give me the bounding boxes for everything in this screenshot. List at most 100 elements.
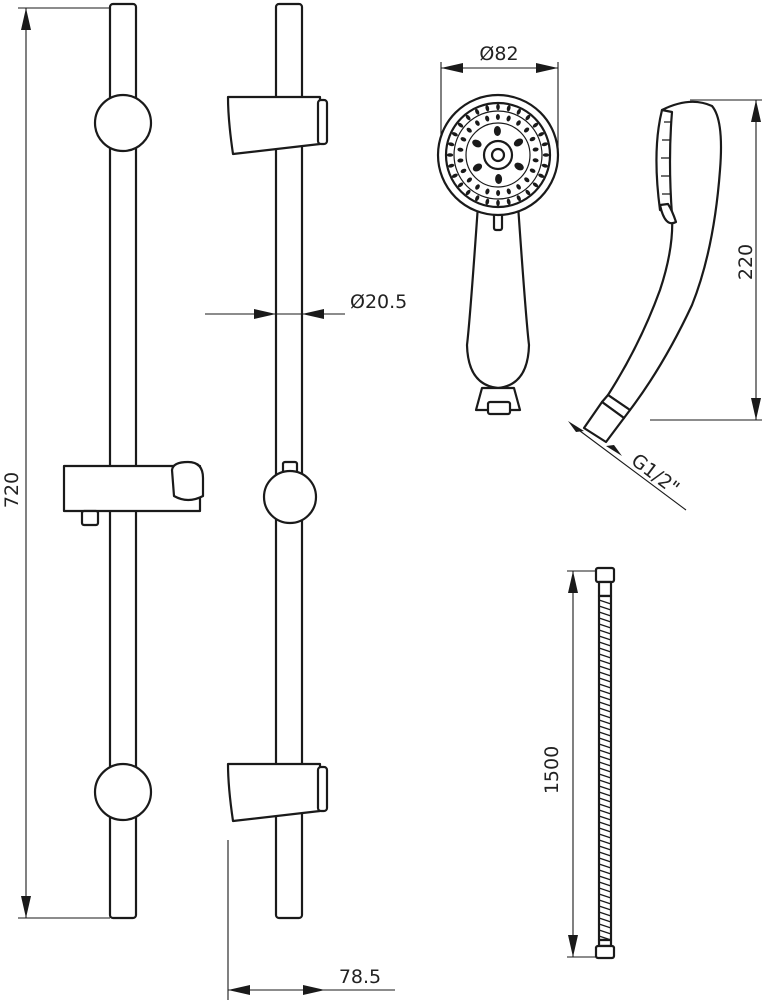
- handle: [465, 203, 531, 390]
- head-side-body: [606, 100, 723, 412]
- face-grooves: [661, 121, 672, 195]
- nozzle: [529, 136, 536, 142]
- nozzle: [485, 115, 490, 122]
- arrow-thread-left: [568, 421, 584, 432]
- arrow-hose-down: [568, 935, 578, 957]
- hose-coil: [598, 899, 612, 905]
- hose-coil: [598, 893, 612, 899]
- arrow-left: [302, 309, 324, 319]
- shower-head-front-view: Ø82: [436, 43, 560, 416]
- arrow-up: [21, 8, 31, 30]
- hose-coil: [598, 671, 612, 677]
- nozzle: [538, 173, 545, 178]
- rail-diameter-label: Ø20.5: [350, 291, 407, 313]
- slider-side: [262, 469, 318, 525]
- nozzle: [495, 114, 500, 120]
- hose-coil: [598, 695, 612, 701]
- hose-coil: [598, 611, 612, 617]
- nozzle: [496, 103, 500, 111]
- nozzle: [525, 114, 531, 121]
- hose-coil: [598, 689, 612, 695]
- nozzle: [457, 147, 464, 152]
- hose-coil: [598, 701, 612, 707]
- thread-label: G1/2": [627, 449, 683, 499]
- nozzle: [475, 184, 480, 190]
- nozzle: [451, 173, 458, 178]
- lower-bracket: [93, 762, 153, 822]
- spray-lever: [658, 202, 678, 225]
- slider-holder-cup: [170, 460, 205, 502]
- nozzle: [485, 188, 490, 195]
- hose-coils: [598, 599, 612, 941]
- nozzle: [514, 162, 524, 171]
- arrow-thread-right: [606, 445, 622, 456]
- hose-coil: [598, 731, 612, 737]
- hose-coil: [598, 875, 612, 881]
- thread-leader-line: [571, 424, 687, 511]
- hose-coil: [598, 665, 612, 671]
- nozzle: [506, 198, 511, 205]
- nozzle: [538, 132, 545, 137]
- nozzle: [485, 198, 490, 205]
- hose-coil: [598, 815, 612, 821]
- hose-top-ferrule: [597, 580, 613, 598]
- hose-coil: [598, 725, 612, 731]
- arrow-offset-left: [228, 985, 250, 995]
- nozzle: [460, 168, 467, 174]
- arrow-head-left: [441, 63, 463, 73]
- nozzle: [541, 142, 548, 147]
- hose-coil: [598, 653, 612, 659]
- hose-coil: [598, 791, 612, 797]
- nozzle: [475, 195, 480, 202]
- hose-coil: [598, 599, 612, 605]
- nozzle: [506, 115, 511, 122]
- arrow-head-right: [536, 63, 558, 73]
- arrow-offset-right: [303, 985, 325, 995]
- rail-tube: [108, 2, 138, 920]
- nozzle: [496, 199, 500, 207]
- arrow-hose-up: [568, 571, 578, 593]
- nozzle: [532, 147, 539, 152]
- nozzle: [466, 177, 473, 183]
- nozzle: [448, 142, 455, 147]
- nozzle: [532, 182, 539, 188]
- hose-coil: [598, 719, 612, 725]
- head-diameter-label: Ø82: [479, 43, 518, 65]
- rail-front-view: 720: [1, 2, 205, 920]
- nozzle: [516, 184, 521, 190]
- hose-coil: [598, 605, 612, 611]
- hose-coil: [598, 821, 612, 827]
- nozzle: [495, 174, 503, 184]
- nozzle: [475, 120, 480, 126]
- nozzle: [516, 108, 521, 115]
- nozzle: [472, 139, 482, 148]
- hose-coil: [598, 683, 612, 689]
- hose-coil: [598, 803, 612, 809]
- nozzle: [457, 182, 464, 188]
- nozzle: [529, 168, 536, 173]
- nozzle: [513, 138, 524, 147]
- hose-coil: [598, 617, 612, 623]
- nozzle: [465, 114, 471, 121]
- arrow-down: [21, 896, 31, 918]
- hose-coil: [598, 845, 612, 851]
- lower-bracket-side: [226, 762, 322, 823]
- head-side-face: [655, 108, 674, 217]
- hose-coil: [598, 779, 612, 785]
- hose-coil: [598, 851, 612, 857]
- hose-bottom-nut: [594, 944, 616, 960]
- nozzle-pattern: [453, 110, 543, 200]
- hose-coil: [598, 713, 612, 719]
- hose-top-nut: [594, 566, 616, 584]
- hose-coil: [598, 767, 612, 773]
- nozzle-ring-outer: [453, 110, 543, 200]
- hose-coil: [598, 839, 612, 845]
- hose-coil: [598, 635, 612, 641]
- hose-coil: [598, 905, 612, 911]
- hose-coil: [598, 917, 612, 923]
- nozzle: [516, 195, 521, 202]
- bracket-offset-label: 78.5: [339, 966, 381, 988]
- nozzle: [457, 122, 464, 128]
- upper-bracket: [93, 93, 153, 153]
